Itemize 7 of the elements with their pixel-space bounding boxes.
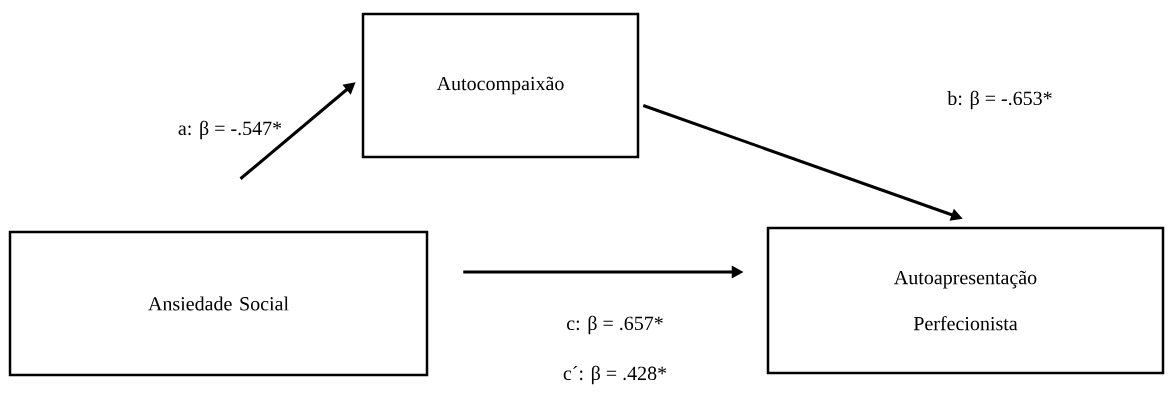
process-box: Autocompaixão xyxy=(361,12,640,159)
edge-label: c: β = .657* xyxy=(565,314,665,336)
coefficient-label: c´: β = .428* xyxy=(563,365,667,385)
edge-label: a: β = -.547* xyxy=(176,119,284,141)
process-box: Autoapresentação Perfecionista xyxy=(766,226,1165,375)
edge-label: b: β = -.653* xyxy=(946,89,1054,111)
process-box: Ansiedade Social xyxy=(8,230,429,377)
